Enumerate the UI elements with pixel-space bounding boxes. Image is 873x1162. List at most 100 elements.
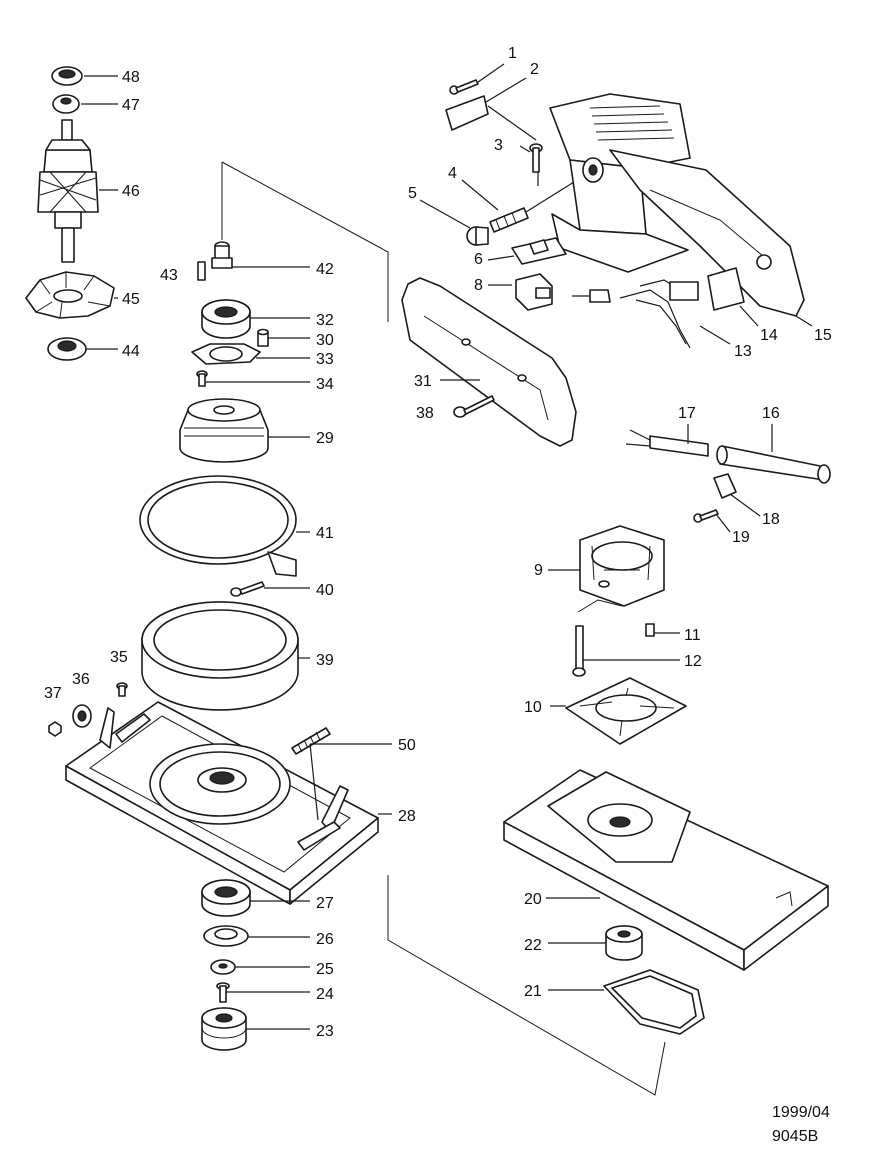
callout-34: 34 [316, 376, 334, 393]
belt-21 [548, 969, 705, 1035]
collar-36 [72, 704, 92, 728]
screw-35 [116, 682, 128, 697]
screw-3 [519, 143, 543, 186]
callout-labels: 1 2 3 4 5 6 8 9 10 11 12 13 14 15 16 17 … [44, 45, 832, 1040]
collar-47 [52, 94, 118, 114]
callout-6: 6 [474, 251, 483, 268]
screw-40 [230, 581, 310, 597]
callout-30: 30 [316, 332, 334, 349]
cap-5 [419, 199, 489, 246]
revision-date: 1999/04 [772, 1104, 830, 1121]
callout-15: 15 [814, 327, 832, 344]
rubber-10 [550, 677, 687, 745]
assembly-guide-lines [221, 161, 666, 1096]
callout-41: 41 [316, 525, 334, 542]
screw-38 [453, 395, 495, 418]
callout-23: 23 [316, 1023, 334, 1040]
bearing-44 [47, 337, 118, 361]
callout-24: 24 [316, 986, 334, 1003]
callout-16: 16 [762, 405, 780, 422]
frame-41 [139, 475, 310, 577]
callout-29: 29 [316, 430, 334, 447]
callout-46: 46 [122, 183, 140, 200]
callout-20: 20 [524, 891, 542, 908]
balancer-29 [179, 398, 310, 463]
callout-32: 32 [316, 312, 334, 329]
callout-33: 33 [316, 351, 334, 368]
callout-4: 4 [448, 165, 457, 182]
cord-13 [572, 279, 731, 349]
callout-19: 19 [732, 529, 750, 546]
pad-28 [65, 701, 392, 905]
handle-31 [401, 277, 577, 447]
callout-39: 39 [316, 652, 334, 669]
callout-26: 26 [316, 931, 334, 948]
callout-11: 11 [684, 627, 701, 644]
callout-40: 40 [316, 582, 334, 599]
callout-9: 9 [534, 562, 543, 579]
pin-30 [257, 328, 310, 347]
callout-38: 38 [416, 405, 434, 422]
callout-13: 13 [734, 343, 752, 360]
screw-12 [572, 625, 680, 677]
callout-37: 37 [44, 685, 62, 702]
armature-46 [37, 119, 118, 263]
nut-37 [48, 721, 62, 737]
callout-12: 12 [684, 653, 702, 670]
callout-48: 48 [122, 69, 140, 86]
base-20 [503, 769, 829, 971]
screw-24 [216, 982, 310, 1003]
callout-50: 50 [398, 737, 416, 754]
retainer-33 [191, 343, 310, 365]
block-14 [707, 267, 759, 327]
pin-11 [645, 623, 680, 637]
plate-2 [445, 77, 537, 141]
clamp-18 [713, 473, 761, 517]
callout-25: 25 [316, 961, 334, 978]
rubber-23 [201, 1007, 310, 1051]
cord-guard-16 [716, 424, 831, 484]
shaft-42 [211, 241, 310, 269]
callout-14: 14 [760, 327, 778, 344]
callout-2: 2 [530, 61, 539, 78]
screw-4 [461, 171, 591, 233]
callout-1: 1 [508, 45, 517, 62]
spring-50 [291, 727, 392, 821]
model-number: 9045B [772, 1128, 819, 1145]
callout-42: 42 [316, 261, 334, 278]
callout-8: 8 [474, 277, 483, 294]
callout-18: 18 [762, 511, 780, 528]
callout-36: 36 [72, 671, 90, 688]
callout-22: 22 [524, 937, 542, 954]
callout-47: 47 [122, 97, 140, 114]
rubber-22 [548, 925, 643, 961]
callout-44: 44 [122, 343, 140, 360]
switch-8 [488, 273, 553, 311]
fan-45 [25, 271, 118, 319]
callout-28: 28 [398, 808, 416, 825]
washer-25 [210, 959, 310, 975]
screw-1 [449, 63, 505, 95]
callout-31: 31 [414, 373, 432, 390]
bearing-32 [201, 299, 310, 339]
bearing-48 [51, 66, 118, 86]
callout-5: 5 [408, 185, 417, 202]
field-9 [548, 525, 665, 613]
callout-3: 3 [494, 137, 503, 154]
bearing-27 [201, 879, 310, 917]
cord-17 [625, 424, 709, 457]
pin-43 [197, 261, 206, 281]
callout-10: 10 [524, 699, 542, 716]
seal-39 [141, 601, 310, 711]
callout-35: 35 [110, 649, 128, 666]
screw-19 [693, 509, 731, 533]
callout-21: 21 [524, 983, 542, 1000]
switch-6 [487, 237, 567, 265]
callout-43: 43 [160, 267, 178, 284]
callout-45: 45 [122, 291, 140, 308]
callout-17: 17 [678, 405, 696, 422]
screw-34 [196, 370, 310, 387]
callout-27: 27 [316, 895, 334, 912]
washer-26 [203, 925, 310, 947]
